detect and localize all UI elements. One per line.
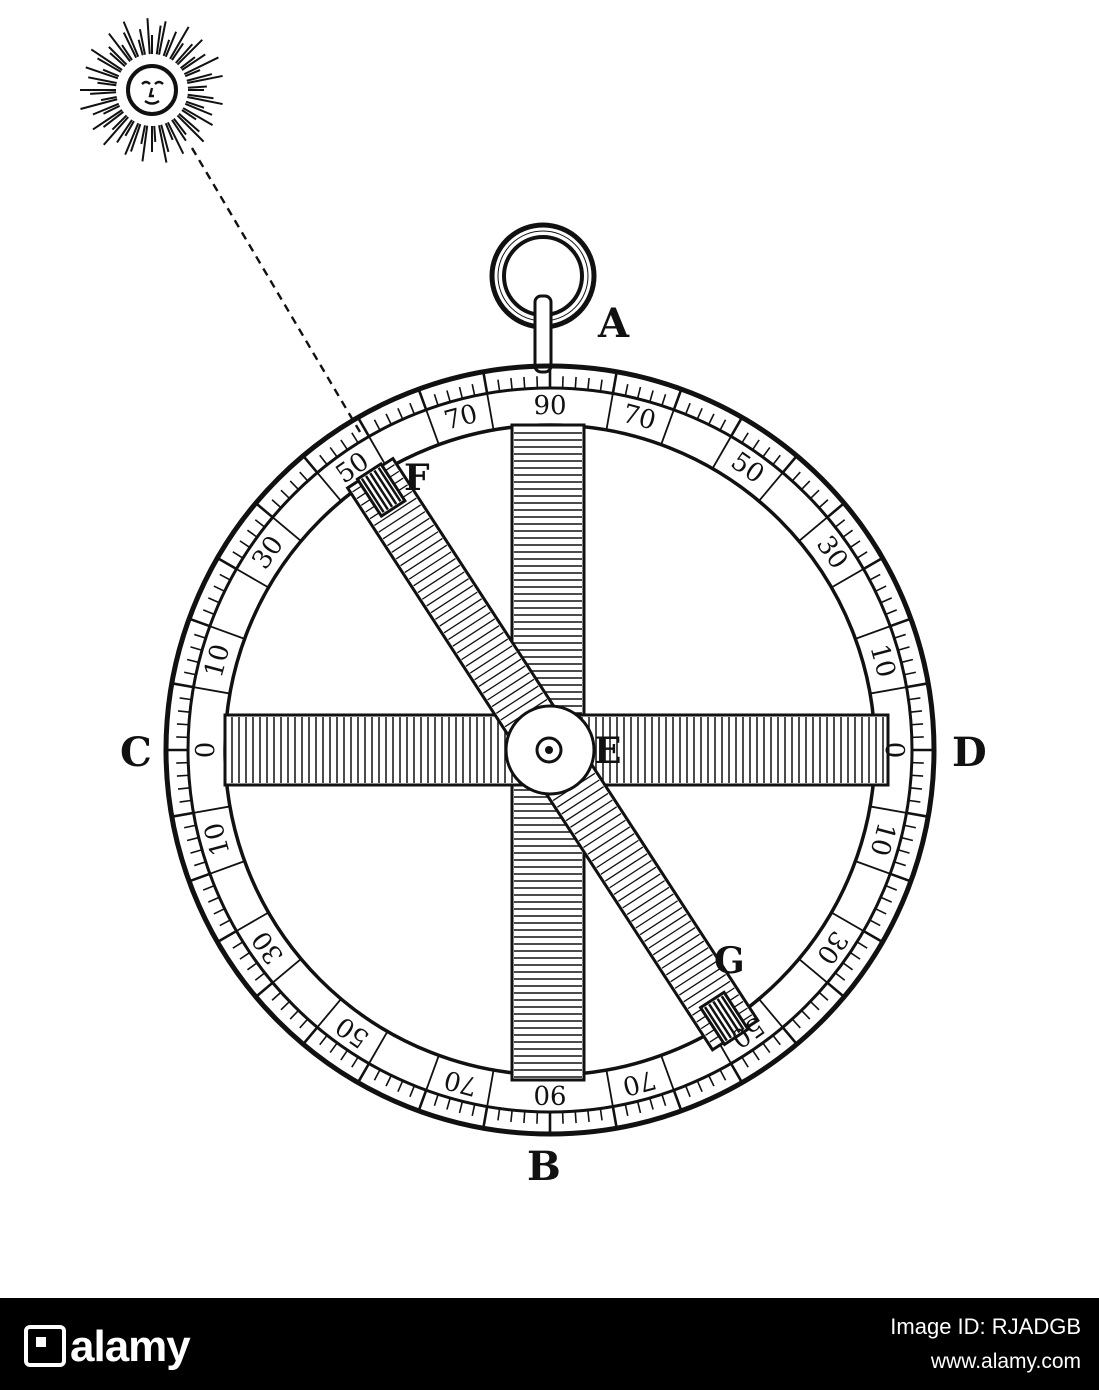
- scale-label-left: 0: [191, 742, 221, 759]
- scale-label-lower-left: 50: [331, 1010, 375, 1054]
- suspension-ring: [489, 222, 597, 374]
- scale-label-upper-left: 30: [246, 531, 290, 575]
- watermark-url: www.alamy.com: [930, 1350, 1081, 1373]
- scale-label-lower-left: 10: [199, 819, 237, 859]
- scale-label-lower-left: 70: [441, 1064, 481, 1102]
- label-A: A: [597, 300, 630, 347]
- scale-label-upper-left: 10: [199, 641, 237, 681]
- scale-label-upper-right: 30: [810, 531, 854, 575]
- watermark-logo: alamy: [24, 1322, 191, 1372]
- scale-label-lower-right: 10: [864, 819, 902, 859]
- scale-label-bottom: 90: [533, 1079, 566, 1109]
- watermark-bar: alamy Image ID: RJADGB www.alamy.com: [0, 1298, 1099, 1390]
- sun-icon: [80, 18, 223, 163]
- center-pivot: [535, 736, 563, 764]
- watermark-image-id: Image ID: RJADGB: [890, 1314, 1081, 1339]
- scale-label-lower-right: 30: [810, 925, 854, 969]
- label-E: E: [594, 730, 621, 772]
- scale-label-lower-left: 30: [246, 925, 290, 969]
- scale-label-upper-left: 70: [441, 399, 481, 437]
- logo-mark-icon: [24, 1325, 66, 1367]
- scale-label-upper-right: 10: [864, 641, 902, 681]
- scale-label-lower-right: 70: [619, 1064, 659, 1102]
- label-C: C: [120, 729, 152, 776]
- label-B: B: [527, 1143, 561, 1190]
- label-G: G: [714, 940, 745, 982]
- scale-label-upper-right: 70: [619, 399, 659, 437]
- sight-line: [190, 147, 362, 433]
- label-D: D: [952, 729, 987, 776]
- scale-label-top: 90: [533, 391, 566, 421]
- scale-label-upper-right: 50: [725, 446, 769, 490]
- label-F: F: [404, 457, 430, 499]
- scale-label-right: 0: [879, 742, 909, 759]
